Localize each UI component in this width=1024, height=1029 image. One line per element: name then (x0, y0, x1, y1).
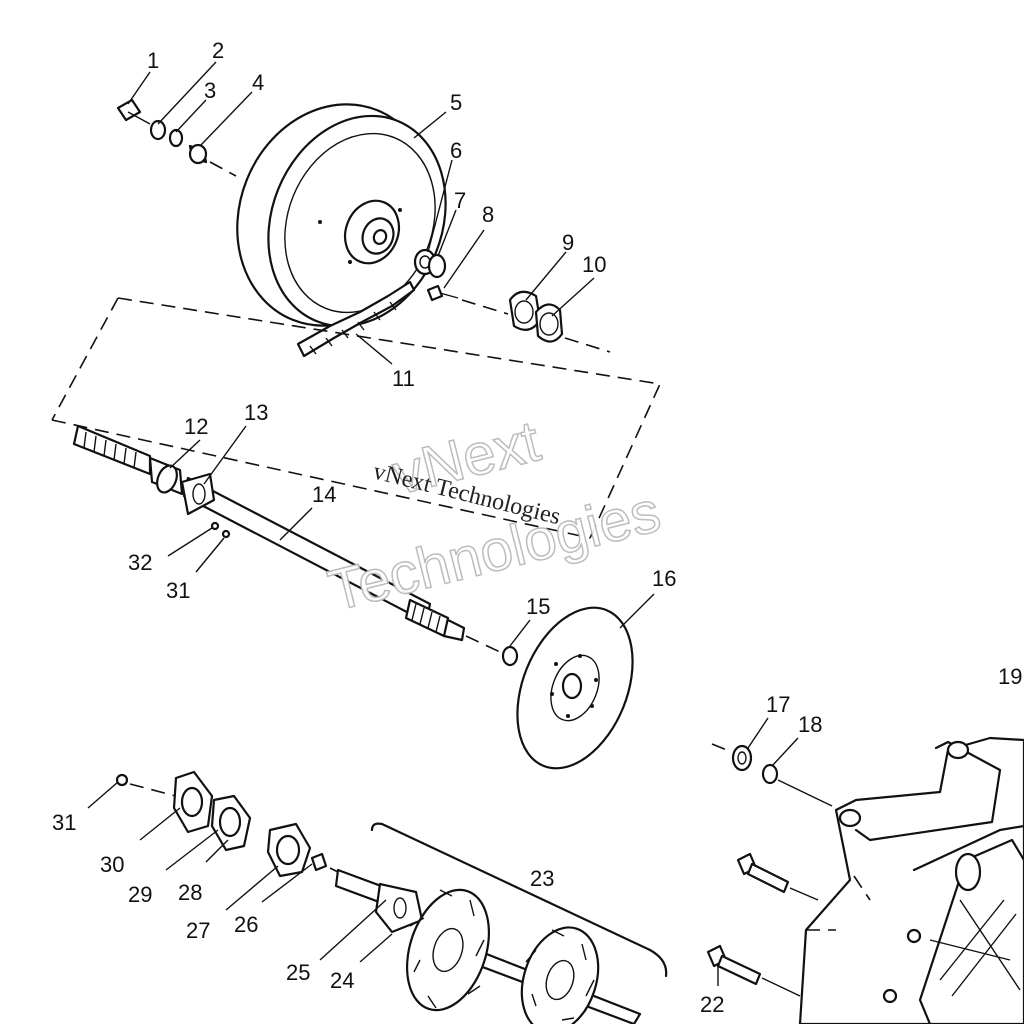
part-26-bolt (310, 852, 328, 872)
callout-1: 1 (147, 48, 159, 73)
callout-29: 29 (128, 882, 152, 907)
callout-9: 9 (562, 230, 574, 255)
part-31-nut (115, 773, 129, 787)
part-31-32-nut (210, 521, 231, 539)
callout-26: 26 (234, 912, 258, 937)
callout-4: 4 (252, 70, 264, 95)
callout-27: 27 (186, 918, 210, 943)
callout-30: 30 (100, 852, 124, 877)
watermark: vNext Technologies vNext Technologies (322, 408, 668, 625)
callout-5: 5 (450, 90, 462, 115)
part-9-flange (508, 290, 542, 331)
callout-14: 14 (312, 482, 336, 507)
callout-13: 13 (244, 400, 268, 425)
callout-2: 2 (212, 38, 224, 63)
callout-18: 18 (798, 712, 822, 737)
callout-31-upper: 31 (166, 578, 190, 603)
part-23-track-sprockets (405, 888, 600, 1029)
part-11-drive-chain (296, 280, 416, 358)
callout-17: 17 (766, 692, 790, 717)
callout-labels: 1 2 3 4 5 6 7 8 9 10 11 12 13 14 15 16 1… (52, 38, 1022, 1017)
part-29-gasket (210, 794, 252, 852)
part-5-drive-drum (236, 103, 447, 328)
part-1-bolt (116, 98, 151, 125)
callout-8: 8 (482, 202, 494, 227)
housing-bolt (736, 852, 819, 901)
part-2-washer (149, 119, 167, 141)
part-8-bolt (426, 284, 459, 302)
callout-32: 32 (128, 550, 152, 575)
callout-23: 23 (530, 866, 554, 891)
part-19-chaincase-housing (798, 736, 1024, 1026)
callout-6: 6 (450, 138, 462, 163)
part-4-spacer (188, 143, 208, 165)
part-16-brake-disc (516, 606, 634, 770)
callout-22: 22 (700, 992, 724, 1017)
callout-24: 24 (330, 968, 354, 993)
callout-16: 16 (652, 566, 676, 591)
callout-11: 11 (392, 366, 415, 391)
part-7-seal (427, 253, 447, 279)
callout-19: 19 (998, 664, 1022, 689)
callout-15: 15 (526, 594, 550, 619)
part-27-flange (266, 822, 312, 878)
part-18-o-ring (761, 763, 779, 785)
part-30-flange (172, 770, 214, 834)
part-15-o-ring (501, 645, 519, 667)
part-3-washer (168, 128, 184, 148)
callout-3: 3 (204, 78, 216, 103)
part-13-flange-plate (180, 472, 216, 516)
callout-31-lower: 31 (52, 810, 76, 835)
callout-28: 28 (178, 880, 202, 905)
leader-lines (87, 61, 799, 986)
callout-10: 10 (582, 252, 606, 277)
callout-7: 7 (454, 188, 466, 213)
part-17-seal (731, 744, 753, 772)
callout-12: 12 (184, 414, 208, 439)
callout-25: 25 (286, 960, 310, 985)
part-22-bolt (706, 944, 801, 997)
